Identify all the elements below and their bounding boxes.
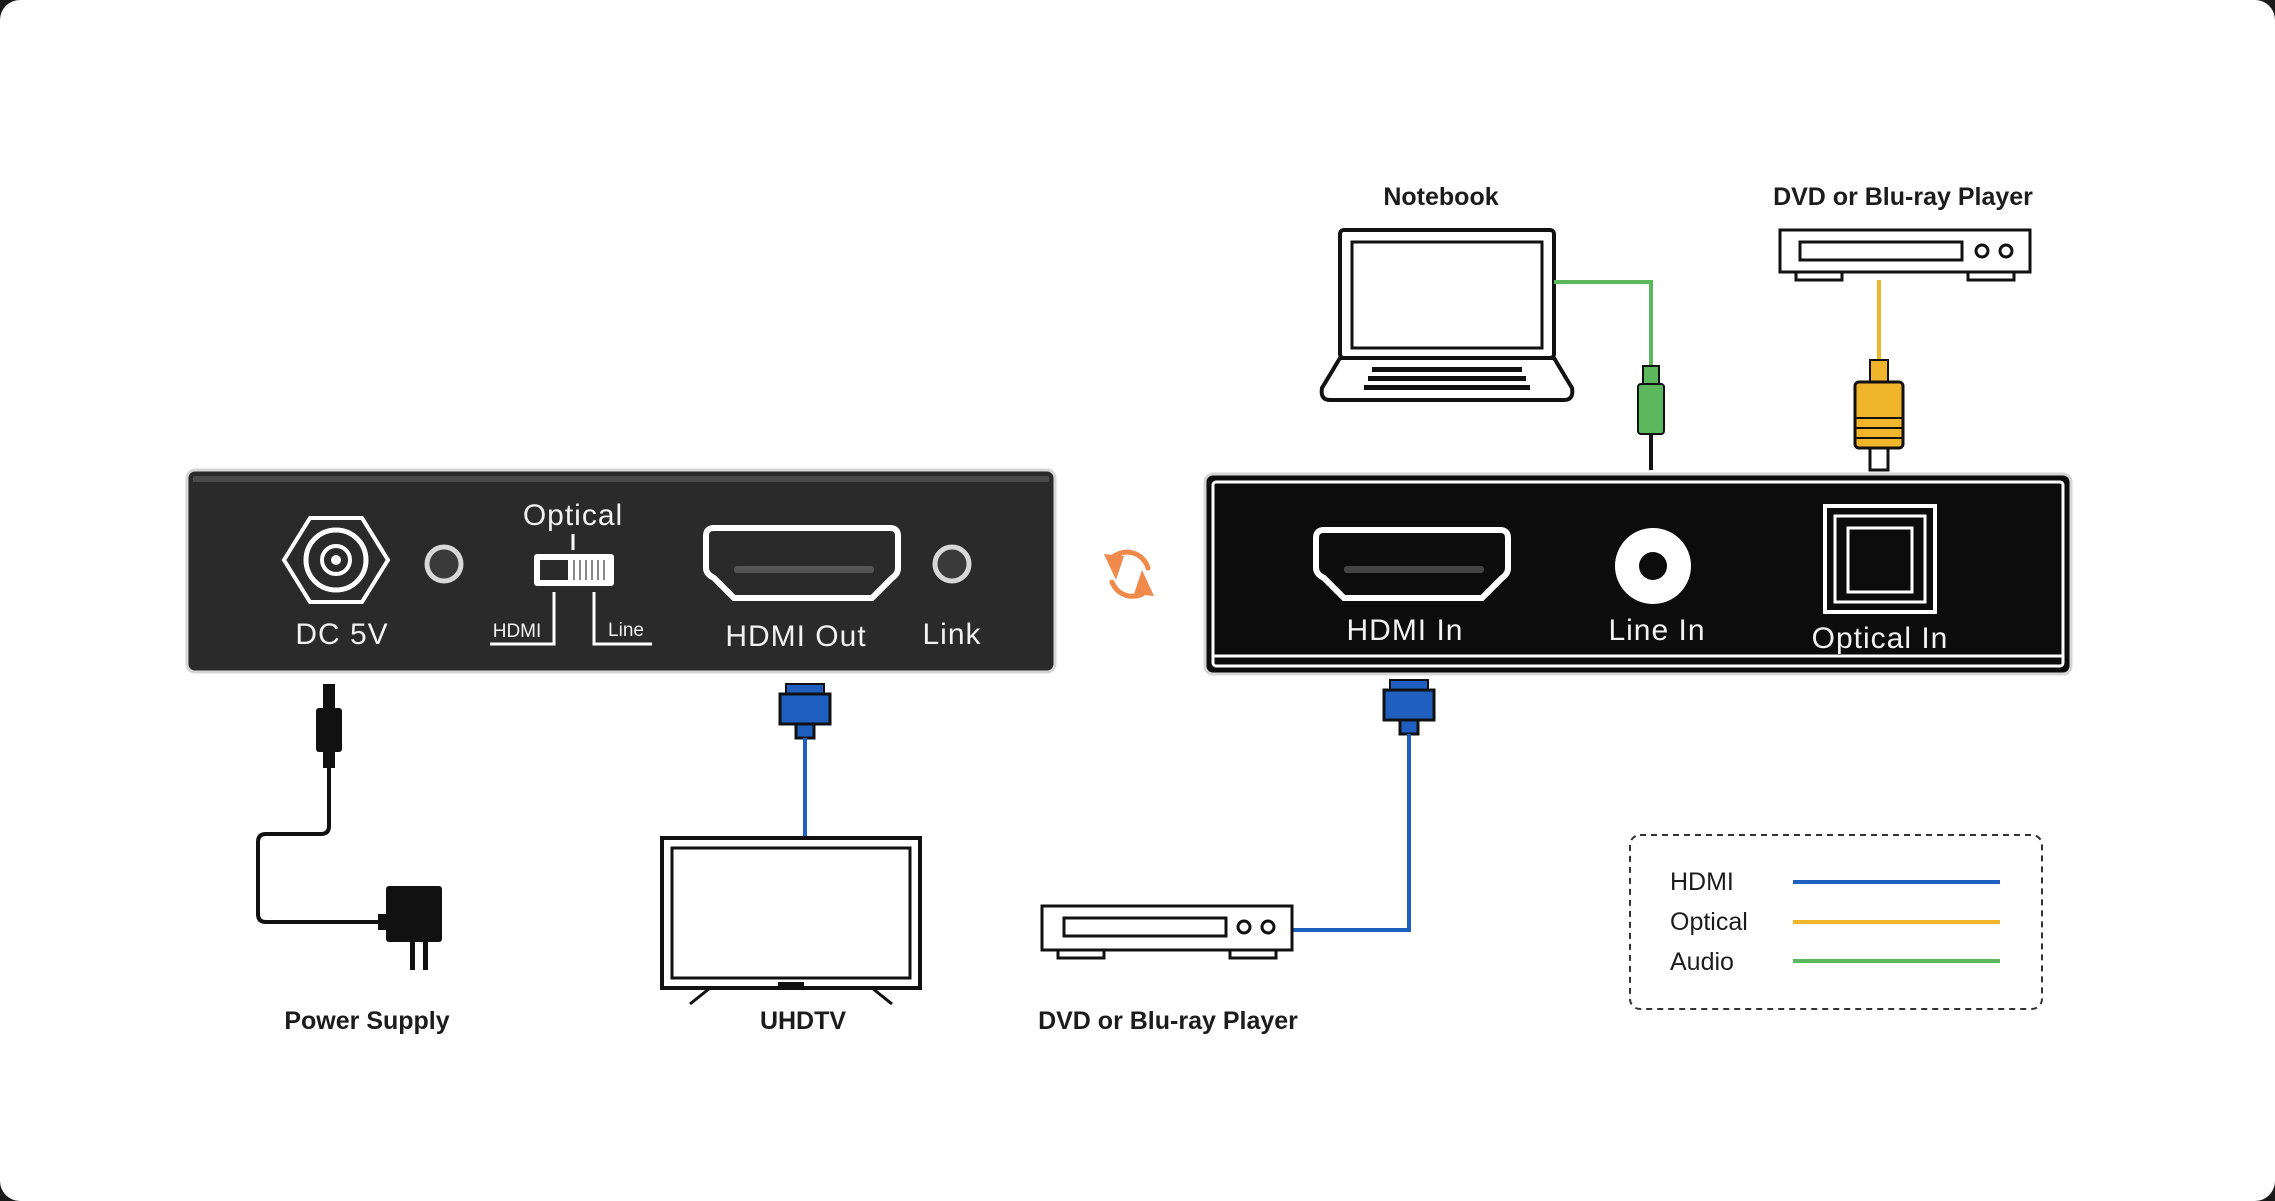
power-cable	[256, 684, 378, 924]
audio-cable	[1554, 280, 1665, 470]
dc-jack-icon	[281, 516, 391, 604]
uhdtv-label: UHDTV	[760, 1007, 846, 1035]
dvd-bottom-label: DVD or Blu-ray Player	[1038, 1007, 1298, 1035]
hdmi-in-port-icon	[1313, 527, 1511, 601]
switch-line-label: Line	[608, 620, 644, 641]
optical-cable	[1853, 280, 1905, 472]
audio-source-switch[interactable]	[490, 534, 652, 646]
hdmi-out-label: HDMI Out	[725, 620, 866, 653]
tv-icon	[660, 836, 922, 1006]
dvd-top-label: DVD or Blu-ray Player	[1773, 183, 2033, 211]
switch-title-label: Optical	[523, 499, 623, 532]
hdmi-in-label: HDMI In	[1346, 614, 1463, 647]
dc-port-label: DC 5V	[295, 618, 388, 651]
notebook-icon	[1319, 228, 1575, 402]
legend-audio-label: Audio	[1670, 948, 1734, 976]
optical-in-port-icon	[1823, 504, 1937, 614]
link-led-icon	[932, 544, 972, 584]
indicator-led-icon	[424, 544, 464, 584]
legend-optical-label: Optical	[1670, 908, 1748, 936]
link-label: Link	[922, 618, 981, 651]
legend-box: HDMI Optical Audio	[1629, 834, 2043, 1010]
line-in-jack-icon	[1615, 528, 1691, 604]
hdmi-cable-tv	[778, 683, 832, 838]
legend-hdmi-label: HDMI	[1670, 868, 1734, 896]
power-adapter-icon	[378, 886, 442, 970]
optical-in-label: Optical In	[1812, 622, 1949, 655]
right-unit: HDMI In Line In Optical In	[1203, 472, 2073, 676]
power-supply-label: Power Supply	[284, 1007, 449, 1035]
dvd-player-top-icon	[1778, 228, 2032, 282]
line-in-label: Line In	[1608, 614, 1705, 647]
dvd-player-bottom-icon	[1040, 904, 1294, 960]
switch-hdmi-label: HDMI	[493, 621, 542, 642]
hdmi-out-port-icon	[703, 525, 901, 601]
sync-arrows-icon	[1104, 549, 1154, 599]
notebook-label: Notebook	[1383, 183, 1498, 211]
hdmi-cable-dvd	[1290, 679, 1436, 932]
left-unit: DC 5V Optical HDMI Line HDMI Out Lin	[185, 468, 1057, 674]
